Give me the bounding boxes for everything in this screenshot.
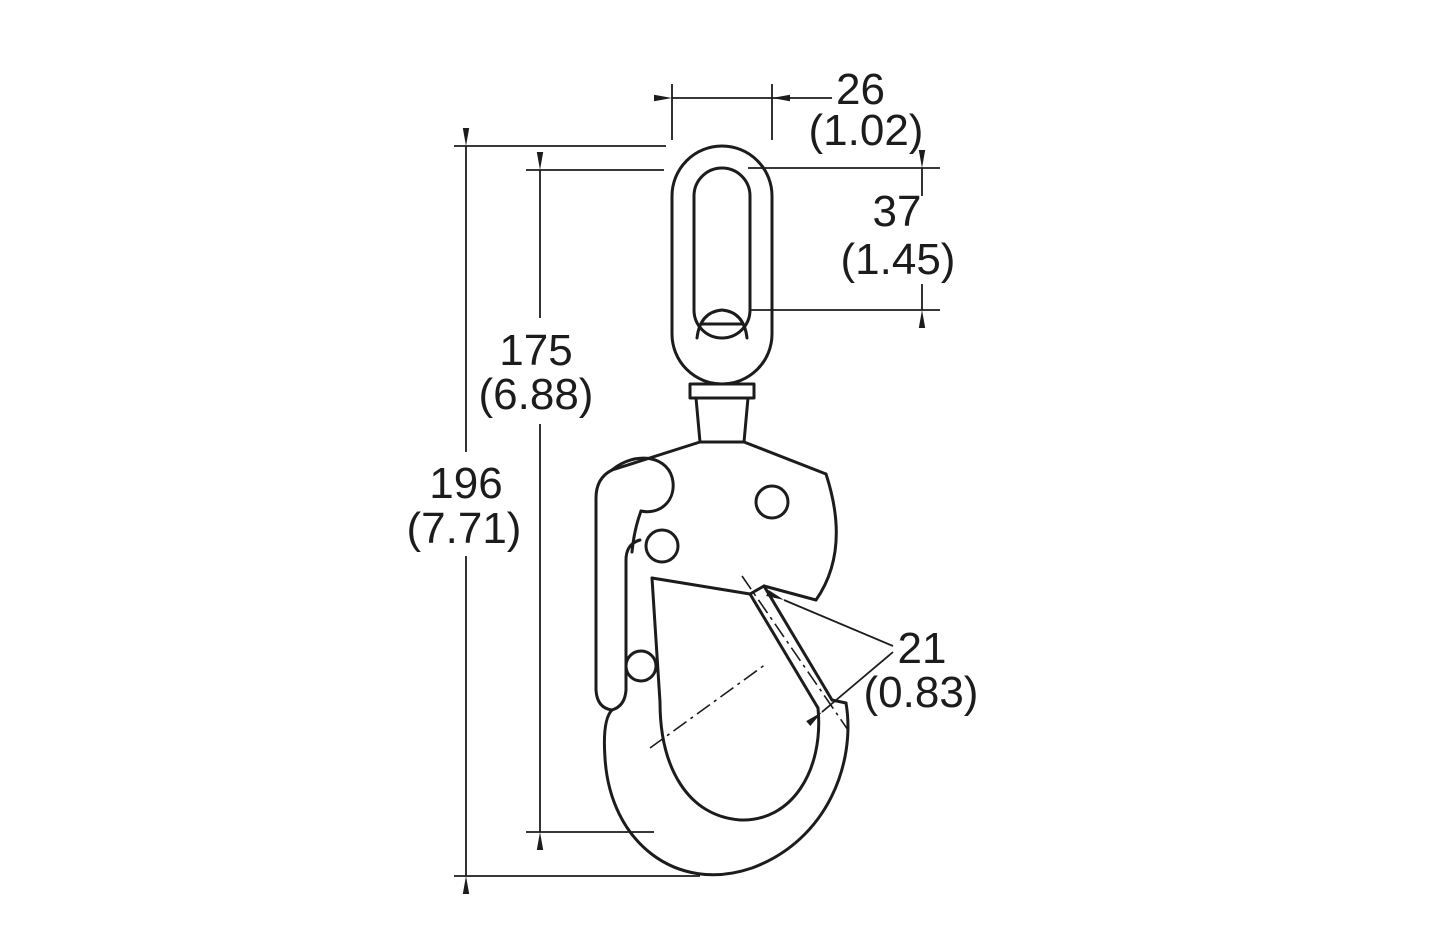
dim-gate-opening-inch-label: (0.83): [864, 668, 979, 717]
latch-curl: [610, 456, 675, 514]
dim-gate-opening-mm-label: 21: [898, 624, 947, 673]
plate-bottom-edge: [650, 576, 752, 596]
rivet-circle-bottom: [624, 649, 658, 683]
gate-centerline-dashdot: [741, 575, 849, 731]
dimension-eye-opening-height: 37 (1.45): [748, 150, 956, 328]
dim-eye-opening-inch-label: (1.45): [841, 235, 956, 284]
dim-inner-length-inch-label: (6.88): [479, 370, 594, 419]
latch-curl-link: [630, 509, 643, 554]
dimension-inner-length: 175 (6.88): [479, 152, 664, 850]
swivel-washer-band: [688, 382, 756, 400]
dimension-overall-length: 196 (7.71): [407, 128, 700, 894]
swivel-barrel: [694, 396, 750, 444]
dim-overall-length-inch-label: (7.71): [407, 504, 522, 553]
bowl-outer-curve: [602, 701, 850, 877]
left-shoulder-line: [610, 440, 702, 472]
dim-overall-length-mm-label: 196: [429, 459, 502, 508]
dimension-eye-width: 26 (1.02): [654, 65, 924, 155]
dim-inner-length-mm-label: 175: [499, 326, 572, 375]
bowl-inner-curve: [658, 700, 821, 822]
gate-upper-bar: [762, 584, 834, 702]
gate-body-notch-line: [762, 584, 818, 602]
leader-line-21-lower: [806, 651, 894, 727]
dim-eye-opening-mm-label: 37: [873, 187, 922, 236]
dim-eye-width-mm-label: 26: [836, 65, 885, 114]
gate-top-cap: [748, 584, 766, 596]
eye-inner-slot: [692, 166, 752, 340]
rivet-circle-middle: [644, 528, 680, 564]
right-shoulder-line: [742, 440, 828, 476]
rivet-circle-top: [754, 484, 790, 520]
snap-hook-part: [594, 144, 850, 877]
lever-inner-edge: [610, 538, 642, 712]
gate-lower-bar: [748, 592, 820, 710]
dim-eye-width-inch-label: (1.02): [809, 106, 924, 155]
body-right-edge: [814, 472, 838, 602]
eye-outer-outline: [670, 144, 774, 386]
bowl-centerline-dashdot: [649, 663, 767, 749]
lever-outer-edge: [594, 468, 614, 712]
dimension-gate-opening: 21 (0.83): [766, 590, 979, 727]
leader-line-21-upper: [766, 590, 894, 647]
bowl-inner-left-edge: [650, 576, 662, 704]
